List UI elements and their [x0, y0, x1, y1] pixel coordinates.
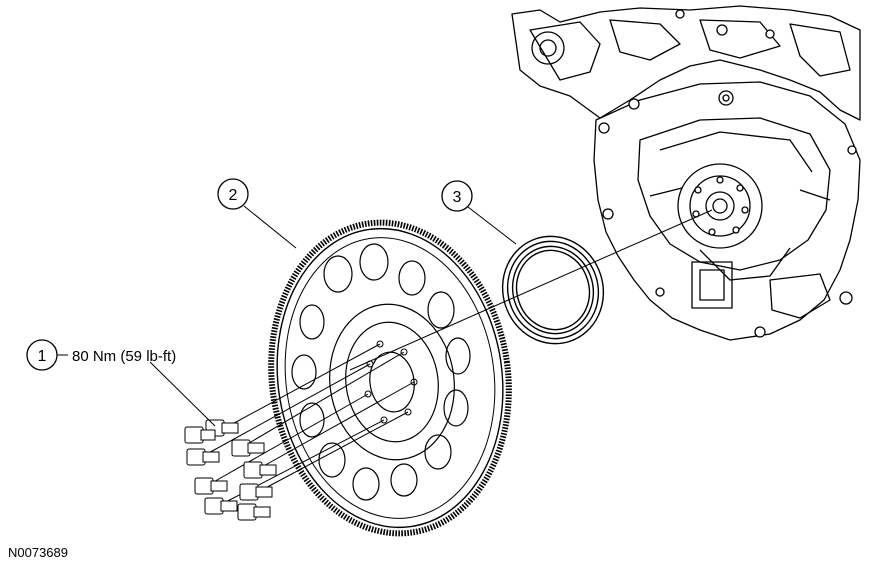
- callout-2-number: 2: [229, 187, 238, 204]
- bolt: [194, 477, 228, 495]
- bolt: [186, 448, 220, 466]
- bolt: [204, 497, 238, 515]
- callout-2: 2: [217, 178, 297, 249]
- callout-1-torque-spec: 80 Nm (59 lb-ft): [72, 348, 176, 365]
- callout-3: 3: [441, 180, 517, 245]
- bolt: [239, 483, 273, 501]
- engine-block: [511, 5, 861, 341]
- bolt: [243, 461, 277, 479]
- flexplate-bolts: [184, 343, 415, 521]
- bolt: [184, 426, 216, 444]
- callout-3-number: 3: [453, 189, 462, 206]
- callout-1-number: 1: [38, 348, 47, 365]
- flexplate: [268, 219, 512, 537]
- callout-1: 1 80 Nm (59 lb-ft): [26, 339, 216, 427]
- rear-seal: [501, 235, 605, 345]
- bolt: [231, 439, 265, 457]
- figure-id: N0073689: [8, 545, 68, 560]
- alignment-centerline: [349, 209, 713, 371]
- bolt: [237, 503, 271, 521]
